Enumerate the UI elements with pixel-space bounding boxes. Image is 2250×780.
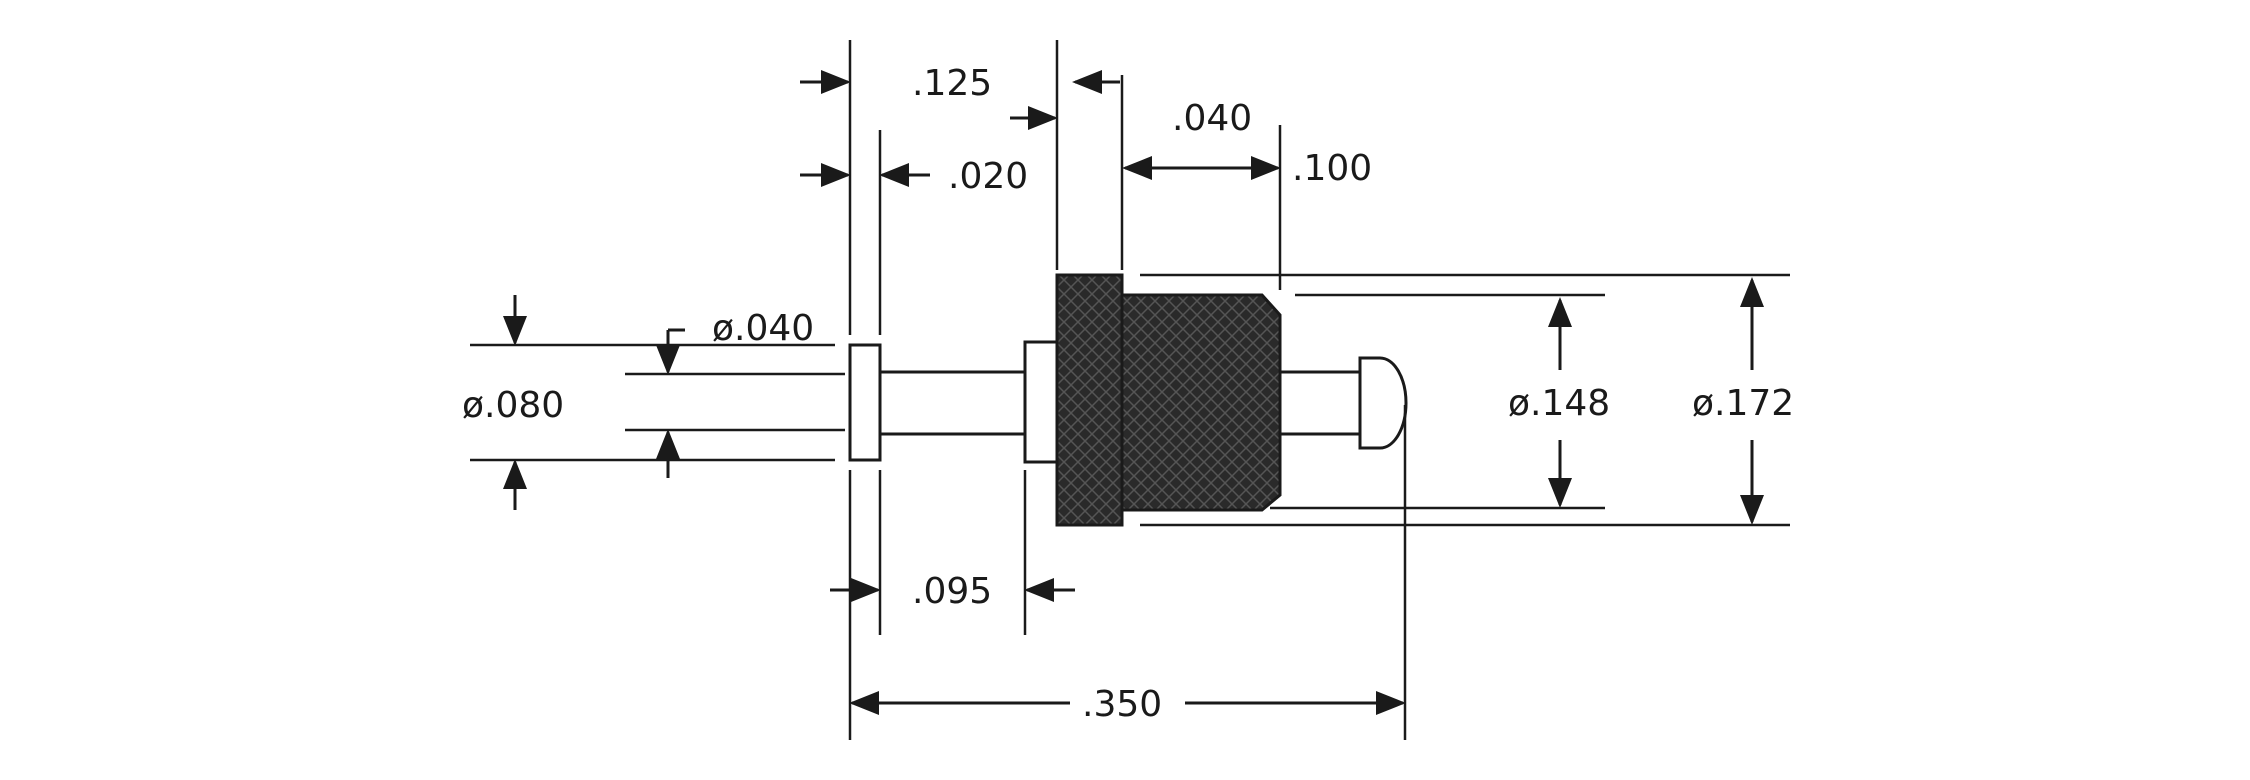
dim-pin-diameter-small: ø.040 xyxy=(712,308,814,349)
right-pin xyxy=(1278,370,1362,436)
dim-body-length: .100 xyxy=(1292,148,1372,189)
shank xyxy=(878,370,1027,436)
knurled-head xyxy=(1055,273,1124,527)
left-flange xyxy=(848,343,882,462)
dim-head-diameter: ø.172 xyxy=(1692,383,1794,424)
dim-collar-width: .040 xyxy=(1172,98,1252,139)
collar xyxy=(1023,340,1059,464)
knurled-body xyxy=(1120,293,1282,512)
dim-flange-thickness: .020 xyxy=(948,156,1028,197)
dim-body-diameter: ø.148 xyxy=(1508,383,1610,424)
dim-head-thickness: .125 xyxy=(912,63,992,104)
dim-flange-diameter: ø.080 xyxy=(462,385,564,426)
dim-overall-length: .350 xyxy=(1082,684,1162,725)
dome-tip xyxy=(1358,356,1408,450)
part-outline xyxy=(848,273,1408,527)
dimension-labels: .125 .020 .040 .100 ø.040 ø.080 ø.148 ø.… xyxy=(462,63,1794,725)
dimension-lines xyxy=(503,70,1764,715)
dim-shank-length: .095 xyxy=(912,571,992,612)
